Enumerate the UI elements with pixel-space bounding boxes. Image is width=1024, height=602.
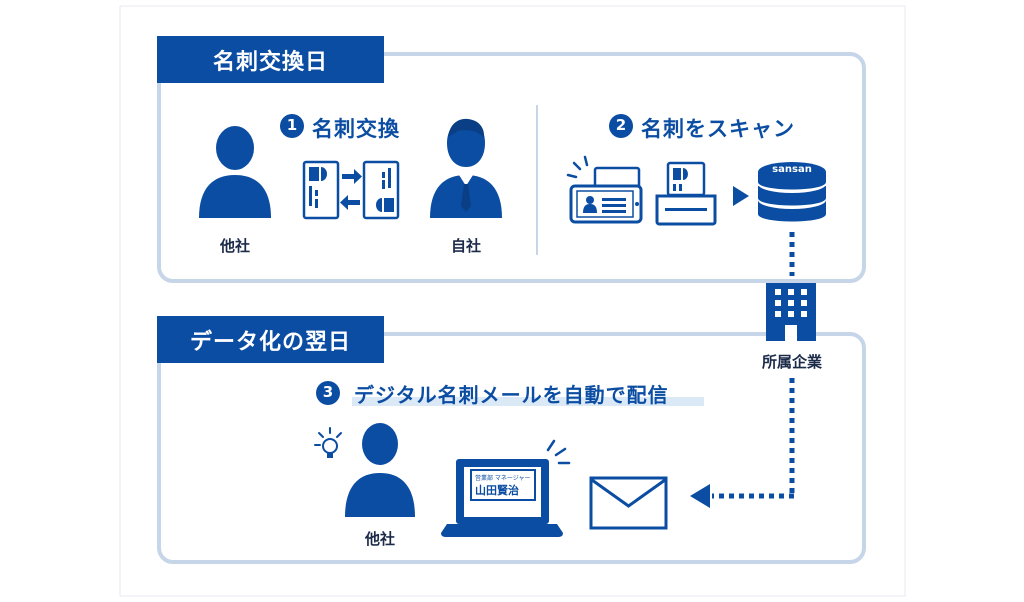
card-exchange-icon (302, 160, 400, 220)
step1-title: 名刺交換 (312, 117, 400, 141)
envelope-icon (589, 476, 668, 530)
screen-card-name: 山田賢治 (475, 484, 519, 497)
person-icon (199, 126, 271, 218)
phone-scan-icon (566, 155, 643, 224)
step3-highlight (352, 397, 704, 406)
step1-number: 1 (286, 116, 298, 134)
section1-frame (157, 52, 866, 283)
scanner-icon (655, 161, 717, 226)
step3-title: デジタル名刺メールを自動で配信 (354, 383, 669, 407)
recipient-label: 他社 (364, 530, 395, 548)
arrow-icon (733, 186, 749, 206)
section2-frame (157, 332, 866, 564)
step2-number: 2 (615, 116, 627, 134)
section1-tab (157, 36, 384, 83)
business-person-icon (430, 118, 502, 218)
section1-tab-label: 名刺交換日 (212, 50, 328, 75)
company-label: 所属企業 (761, 353, 822, 371)
other-company-label: 他社 (219, 237, 250, 255)
lightbulb-icon (314, 427, 342, 458)
step1-number-badge (280, 114, 304, 138)
step3-number-badge (316, 381, 340, 405)
section2-tab (157, 316, 384, 363)
screen-card-role: 営業部 マネージャー (475, 475, 531, 482)
arrow-icon (690, 484, 710, 508)
building-icon (766, 283, 816, 341)
step2-number-badge (609, 114, 633, 138)
laptop-icon (441, 439, 571, 537)
step2-title: 名刺をスキャン (641, 117, 795, 141)
person-icon (345, 423, 415, 517)
step3-number: 3 (322, 383, 334, 401)
section2-tab-label: データ化の翌日 (189, 330, 351, 355)
own-company-label: 自社 (450, 237, 481, 255)
outer-border (119, 5, 906, 597)
database-icon (758, 162, 826, 222)
database-logo: sansan (772, 164, 812, 175)
